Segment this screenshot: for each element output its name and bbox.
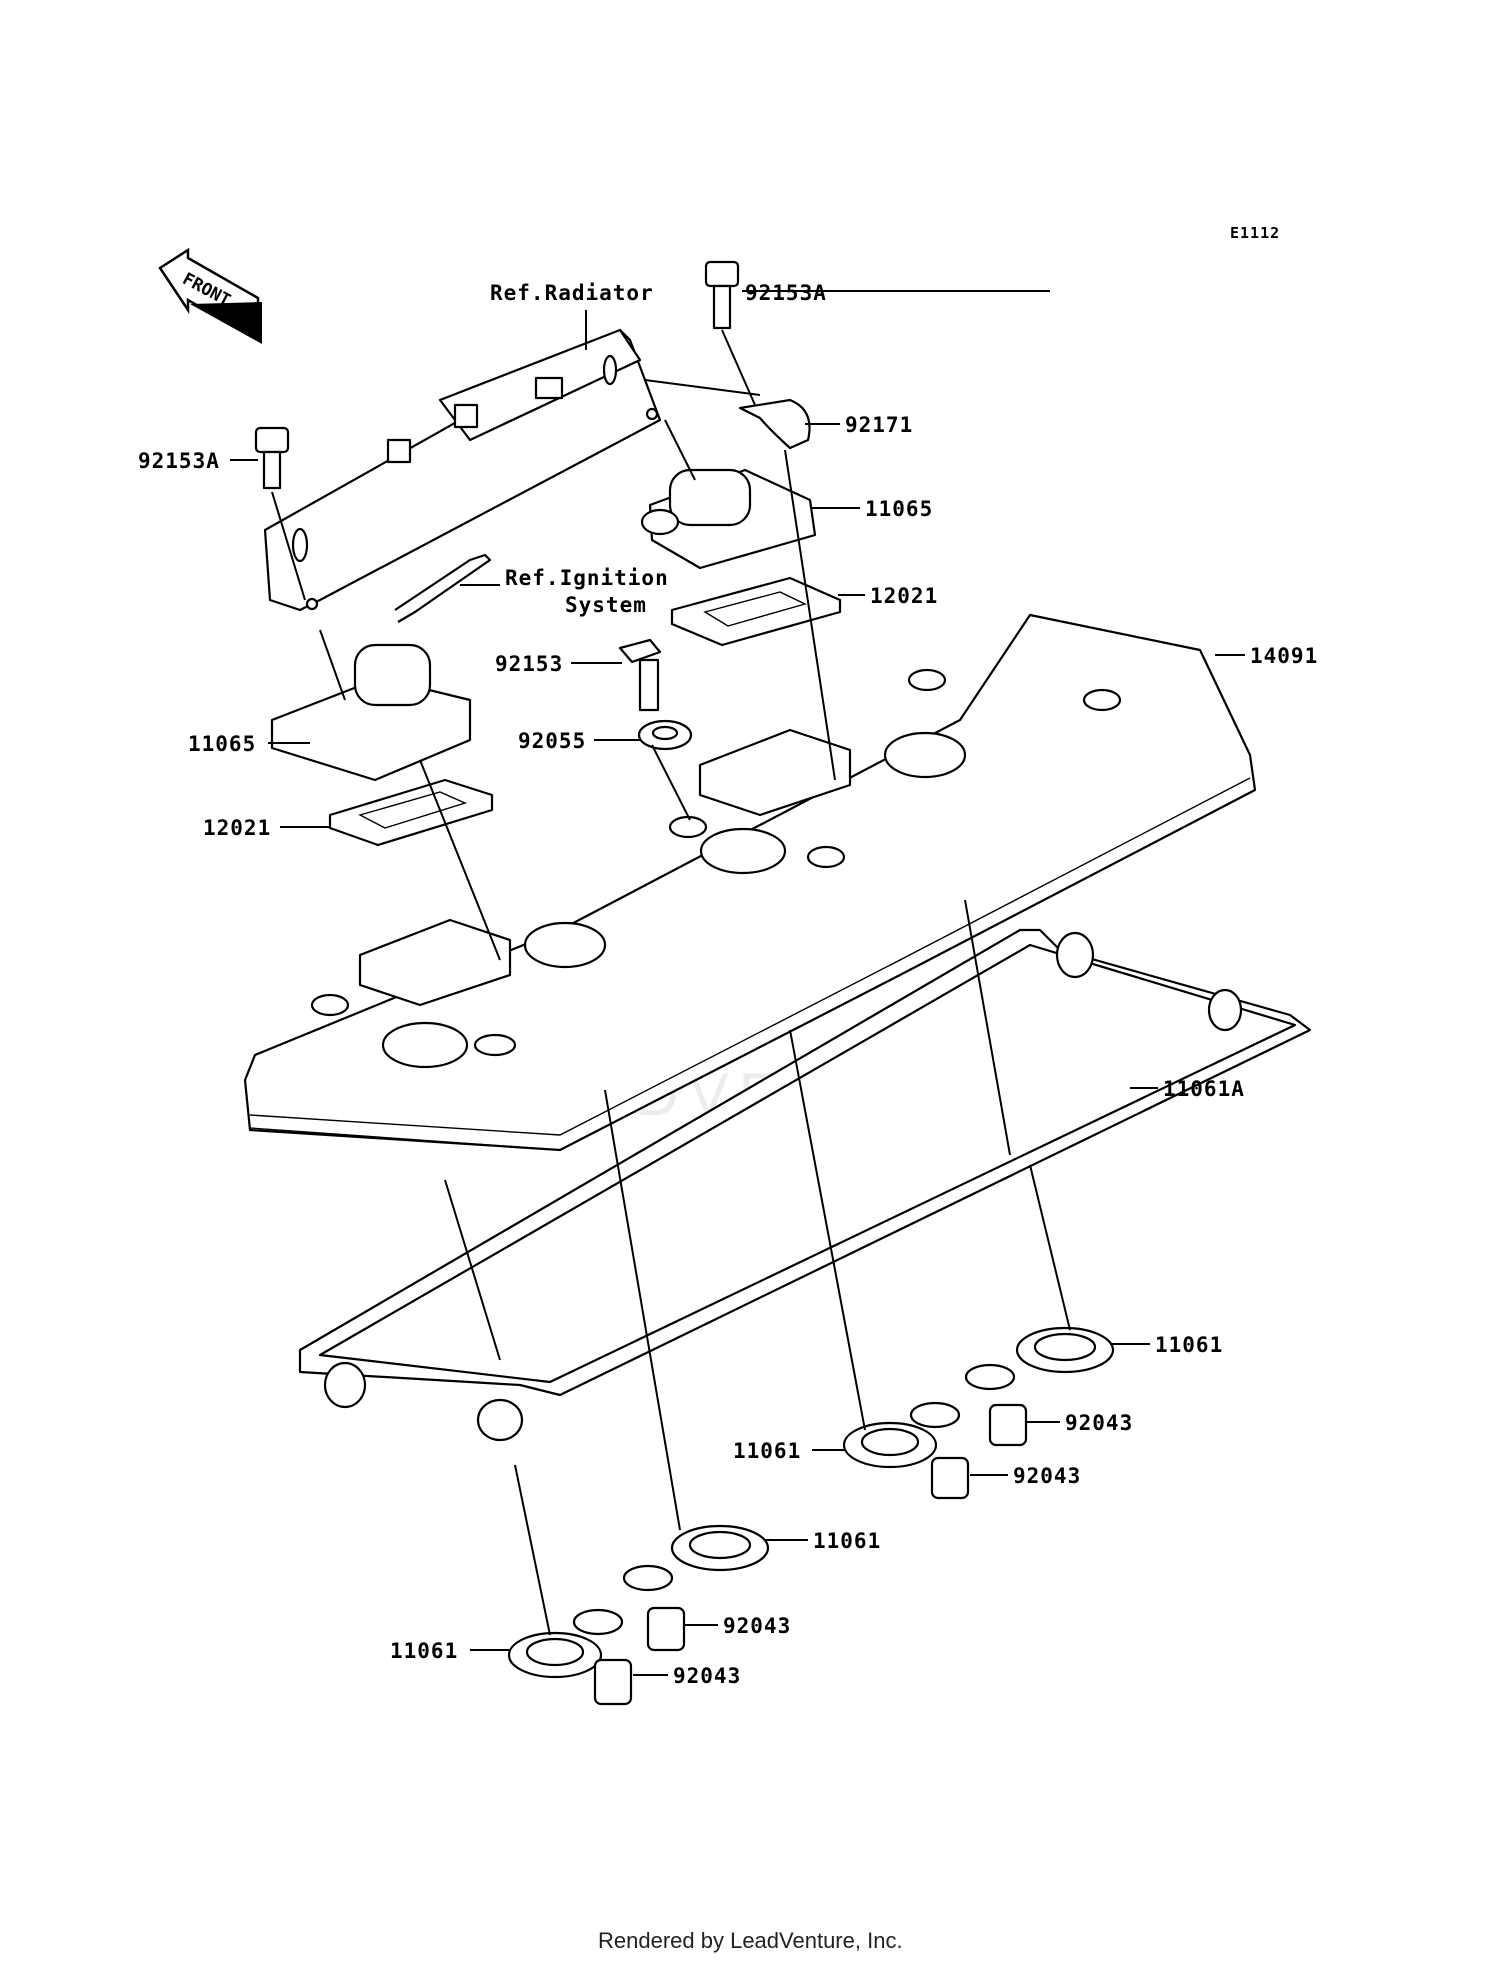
callout-ref-ignition: Ref.Ignition — [505, 566, 669, 590]
coil-cover-11065-left — [270, 643, 472, 782]
callout-92055: 92055 — [518, 729, 586, 753]
front-arrow-icon: FRONT — [158, 247, 262, 344]
callout-92171: 92171 — [845, 413, 913, 437]
radiator-bracket — [263, 328, 662, 612]
callout-92043-b: 92043 — [1013, 1464, 1081, 1488]
collar-92043-a — [988, 1403, 1028, 1447]
seal-11061-a — [964, 1326, 1115, 1391]
callout-92043-c: 92043 — [723, 1614, 791, 1638]
callout-11065-right: 11065 — [865, 497, 933, 521]
ignition-bracket — [394, 553, 492, 623]
callout-92153A-top: 92153A — [745, 281, 827, 305]
bolt-92153 — [618, 638, 662, 712]
callout-11061-d: 11061 — [390, 1639, 458, 1663]
seal-11061-d — [507, 1608, 624, 1679]
callout-ref-radiator: Ref.Radiator — [490, 281, 654, 305]
bolt-92153A-left — [254, 426, 290, 490]
callout-92043-a: 92043 — [1065, 1411, 1133, 1435]
gasket-12021-left — [328, 778, 494, 847]
collar-92043-c — [646, 1606, 686, 1652]
callout-11065-left: 11065 — [188, 732, 256, 756]
washer-92055 — [637, 719, 693, 751]
callout-92043-d: 92043 — [673, 1664, 741, 1688]
callout-92153: 92153 — [495, 652, 563, 676]
footer-credit: Rendered by LeadVenture, Inc. — [598, 1928, 903, 1953]
guide-lines — [271, 329, 1071, 1636]
callout-14091: 14091 — [1250, 644, 1318, 668]
callout-11061-b: 11061 — [733, 1439, 801, 1463]
collar-92043-d — [593, 1658, 633, 1706]
bolt-92153A-top — [704, 260, 740, 330]
leader-lines — [230, 290, 1245, 1676]
callout-92153A-left: 92153A — [138, 449, 220, 473]
callout-11061A: 11061A — [1163, 1077, 1245, 1101]
gasket-12021-right — [670, 576, 842, 647]
callout-12021-right: 12021 — [870, 584, 938, 608]
cylinder-head-cover-14091 — [243, 613, 1257, 1152]
callout-11061-a: 11061 — [1155, 1333, 1223, 1357]
seal-11061-b — [842, 1401, 961, 1469]
head-cover-gasket-11061A — [298, 928, 1312, 1442]
clamp-92171 — [738, 398, 811, 450]
diagram-code: E1112 — [1230, 224, 1280, 242]
collar-92043-b — [930, 1456, 970, 1500]
coil-cover-11065-right — [640, 468, 817, 570]
callout-ref-ignition-system: System — [565, 593, 647, 617]
callout-11061-c: 11061 — [813, 1529, 881, 1553]
callout-12021-left: 12021 — [203, 816, 271, 840]
seal-11061-c — [622, 1524, 770, 1592]
